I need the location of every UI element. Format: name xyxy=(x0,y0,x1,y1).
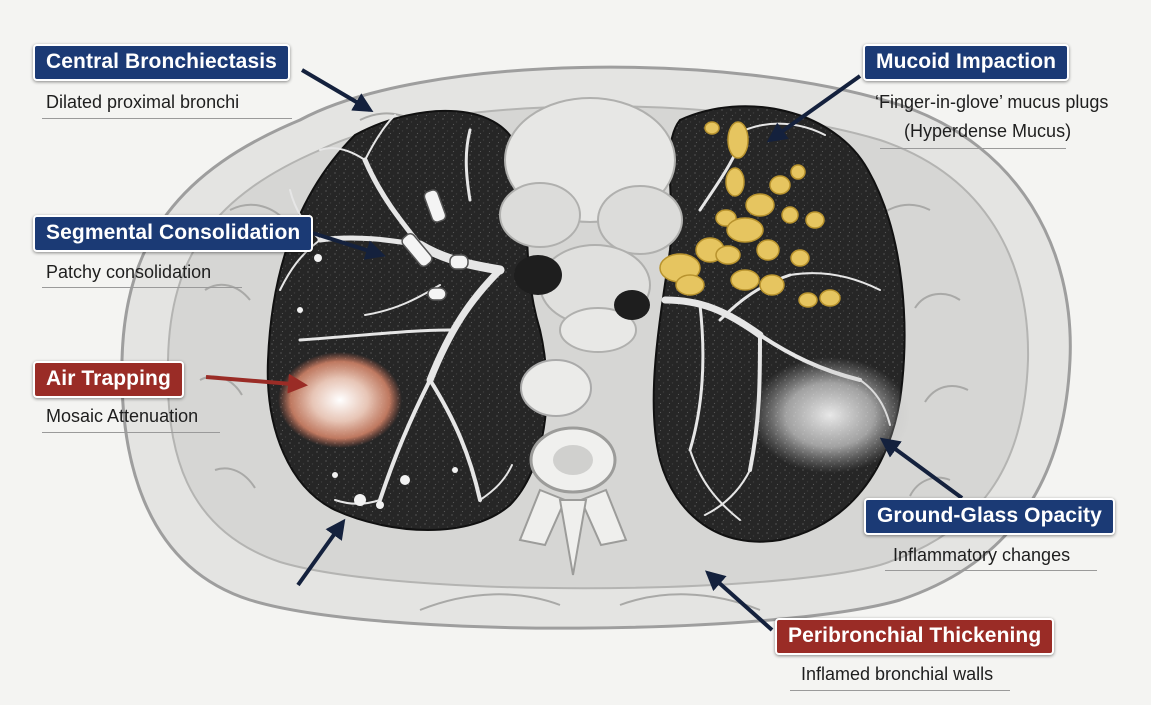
ground-glass-opacity-underline xyxy=(885,570,1097,571)
central-bronchiectasis-label: Central Bronchiectasis xyxy=(33,44,290,81)
segmental-consolidation-label: Segmental Consolidation xyxy=(33,215,313,252)
ground-glass-opacity-subtitle: Inflammatory changes xyxy=(893,545,1070,566)
air-trapping-subtitle: Mosaic Attenuation xyxy=(46,406,198,427)
central-bronchiectasis-subtitle: Dilated proximal bronchi xyxy=(46,92,239,113)
segmental-consolidation-underline xyxy=(42,287,242,288)
peribronchial-thickening-label: Peribronchial Thickening xyxy=(775,618,1054,655)
air-trapping-region xyxy=(278,352,402,448)
left-lung xyxy=(654,106,905,541)
mucoid-impaction-subtitle-line1: ‘Finger-in-glove’ mucus plugs xyxy=(875,92,1108,113)
ground-glass-opacity-label: Ground-Glass Opacity xyxy=(864,498,1115,535)
mucoid-impaction-underline xyxy=(880,148,1066,149)
ground-glass-region xyxy=(750,357,910,473)
air-trapping-underline xyxy=(42,432,220,433)
air-trapping-label: Air Trapping xyxy=(33,361,184,398)
mucoid-impaction-label: Mucoid Impaction xyxy=(863,44,1069,81)
mucoid-impaction-subtitle-line2: (Hyperdense Mucus) xyxy=(904,121,1071,142)
peribronchial-thickening-subtitle: Inflamed bronchial walls xyxy=(801,664,993,685)
segmental-consolidation-subtitle: Patchy consolidation xyxy=(46,262,211,283)
peribronchial-thickening-underline xyxy=(790,690,1010,691)
central-bronchiectasis-underline xyxy=(42,118,292,119)
